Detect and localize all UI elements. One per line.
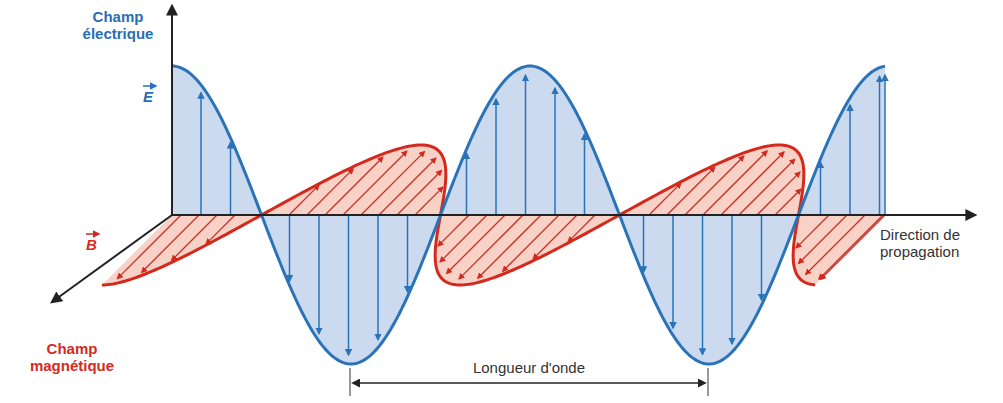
magnetic-vector	[361, 152, 424, 215]
axes	[52, 6, 975, 302]
axis-title: Direction de propagation	[880, 226, 992, 261]
electric-vector	[702, 215, 704, 354]
electric-vector	[466, 153, 468, 215]
electric-vector	[407, 215, 409, 292]
magnetic-fill	[102, 215, 262, 285]
electric-vector	[761, 215, 763, 300]
electric-vector	[731, 215, 733, 344]
magnetic-vector	[667, 167, 715, 215]
magnetic-vector	[438, 215, 469, 246]
electric-vector	[884, 75, 886, 215]
electric-fill	[441, 66, 620, 215]
electric-vector	[820, 162, 822, 215]
magnetic-vector	[343, 151, 407, 215]
magnetic-vector	[172, 215, 217, 260]
magnetic-vector	[447, 215, 505, 273]
magnetic-vector	[415, 187, 443, 215]
magnetic-vector	[757, 172, 800, 215]
magnetic-vector	[796, 215, 829, 248]
dimension-arrow	[353, 382, 705, 384]
magnetic-fill	[620, 145, 804, 215]
electric-vector	[554, 88, 556, 215]
electric-vector	[525, 75, 527, 215]
electric-vector	[200, 93, 202, 215]
electric-axis	[171, 6, 173, 215]
magnetic-vector	[775, 189, 801, 215]
electric-vector	[584, 134, 586, 215]
electric-vector	[289, 215, 291, 281]
magnetic-vector	[379, 158, 436, 215]
dimension-tick	[708, 368, 709, 396]
electric-vector	[495, 99, 497, 215]
electric-vector	[377, 215, 379, 340]
magnetic-vector	[821, 215, 885, 279]
vector-arrow	[86, 233, 99, 235]
electric-vector	[849, 105, 851, 215]
magnetic-vector	[478, 215, 541, 278]
magnetic-vector	[799, 215, 847, 263]
electric-fill	[799, 66, 886, 215]
electric-vector	[348, 215, 350, 355]
vector-symbol: B	[86, 236, 97, 253]
magnetic-fill	[793, 215, 885, 285]
electric-fill	[620, 215, 799, 364]
dimension-label: Longueur d'onde	[469, 359, 589, 376]
axis-title: Champ électrique	[75, 8, 161, 43]
magnetic-vector	[206, 215, 235, 244]
magnetic-fill	[262, 145, 446, 215]
magnetic-vector	[819, 215, 883, 279]
electric-vector	[672, 215, 674, 328]
dimension-tick	[350, 368, 351, 396]
propagation-axis	[172, 214, 975, 216]
magnetic-vector	[440, 215, 487, 262]
magnetic-vector	[289, 185, 319, 215]
electric-fill	[262, 215, 441, 364]
vector-arrow	[143, 85, 156, 87]
vector-symbol: E	[143, 88, 153, 105]
electric-vector	[643, 215, 645, 272]
vector-arrows	[86, 86, 156, 234]
axis-title: Champ magnétique	[22, 340, 122, 375]
magnetic-vector	[649, 183, 681, 215]
electric-fill	[172, 66, 262, 215]
magnetic-vector	[307, 169, 353, 215]
magnetic-vector	[533, 215, 577, 259]
magnetic-vector	[397, 170, 442, 215]
magnetic-vector	[739, 159, 795, 215]
magnetic-axis	[52, 215, 172, 302]
magnetic-fill	[435, 215, 619, 285]
magnetic-vector	[721, 152, 784, 215]
electric-vector	[879, 76, 881, 215]
electric-vector	[230, 143, 232, 215]
magnetic-vector	[568, 215, 595, 242]
electric-vector	[318, 215, 320, 334]
magnetic-vector	[703, 151, 767, 215]
